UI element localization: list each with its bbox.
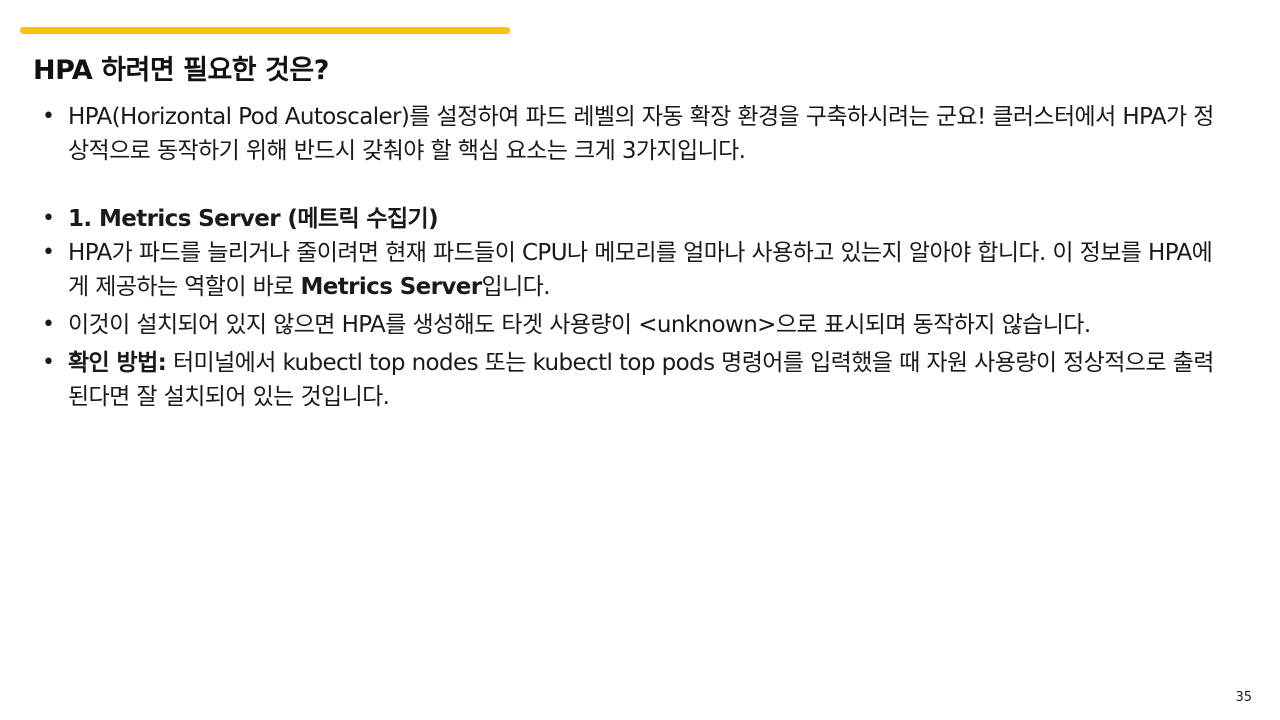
- bullet-section-heading: 1. Metrics Server (메트릭 수집기): [40, 202, 1230, 236]
- section-heading-metrics-server: 1. Metrics Server (메트릭 수집기): [68, 206, 439, 232]
- bullet-intro-text: HPA(Horizontal Pod Autoscaler)를 설정하여 파드 …: [68, 104, 1214, 164]
- bullet-intro: HPA(Horizontal Pod Autoscaler)를 설정하여 파드 …: [40, 100, 1230, 168]
- metrics-server-emphasis: Metrics Server: [300, 274, 482, 300]
- slide-title: HPA 하려면 필요한 것은?: [33, 55, 329, 86]
- spacer: [40, 168, 1230, 202]
- bullet-check-method: 확인 방법: 터미널에서 kubectl top nodes 또는 kubect…: [40, 346, 1230, 414]
- page-number: 35: [1235, 690, 1252, 705]
- slide-bullet-list: HPA(Horizontal Pod Autoscaler)를 설정하여 파드 …: [40, 100, 1230, 414]
- check-method-label: 확인 방법:: [68, 350, 167, 376]
- check-method-text: 터미널에서 kubectl top nodes 또는 kubectl top p…: [68, 350, 1214, 410]
- bullet-metrics-role: HPA가 파드를 늘리거나 줄이려면 현재 파드들이 CPU나 메모리를 얼마나…: [40, 236, 1230, 304]
- bullet-metrics-role-tail: 입니다.: [481, 274, 551, 300]
- bullet-unknown-warning-text: 이것이 설치되어 있지 않으면 HPA를 생성해도 타겟 사용량이 <unkno…: [68, 312, 1091, 338]
- title-accent-bar: [20, 27, 510, 34]
- bullet-unknown-warning: 이것이 설치되어 있지 않으면 HPA를 생성해도 타겟 사용량이 <unkno…: [40, 308, 1230, 342]
- bullet-metrics-role-text: HPA가 파드를 늘리거나 줄이려면 현재 파드들이 CPU나 메모리를 얼마나…: [68, 240, 1213, 300]
